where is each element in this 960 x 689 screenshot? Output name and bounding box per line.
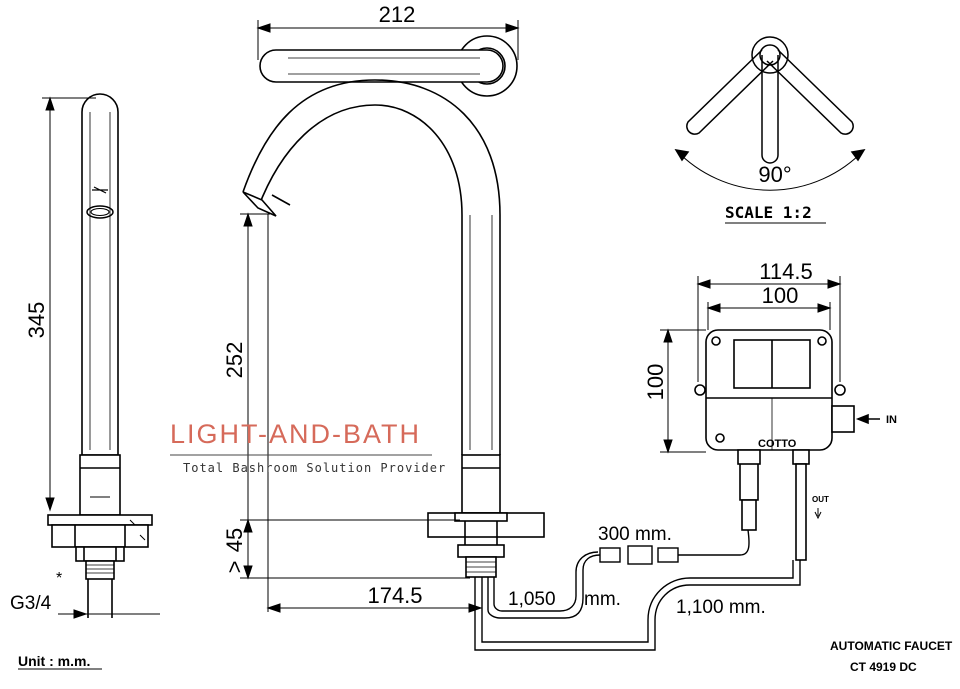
dim-212-label: 212	[379, 2, 416, 27]
model-number: CT 4919 DC	[850, 660, 917, 674]
control-box	[694, 329, 880, 561]
dimension-box	[660, 276, 842, 454]
out-label: OUT	[812, 495, 829, 504]
rotation-detail	[674, 36, 866, 191]
scale-label: SCALE 1:2	[725, 203, 812, 222]
dimension-212	[256, 20, 520, 60]
box-brand-label: COTTO	[758, 438, 797, 450]
hoses	[474, 529, 801, 651]
dimension-174-5	[266, 603, 483, 613]
dimension-45	[240, 518, 470, 579]
rotation-angle-label: 90°	[758, 162, 791, 187]
cable-1050-label: 1,050	[508, 589, 556, 610]
out-arrow	[814, 508, 822, 520]
cable-1050-unit: mm.	[584, 589, 621, 610]
dim-252-label: 252	[222, 342, 247, 379]
watermark: LIGHT-AND-BATH Total Bashroom Solution P…	[170, 419, 446, 475]
dim-45-prefix: >	[222, 561, 247, 574]
dim-100-width-label: 100	[762, 283, 799, 308]
cable-300-label: 300 mm.	[598, 524, 672, 545]
dimension-252	[240, 212, 270, 612]
dim-100-height-label: 100	[643, 364, 668, 401]
thread-label: G3/4	[10, 593, 52, 614]
dim-114-5-label: 114.5	[759, 259, 812, 284]
product-name: AUTOMATIC FAUCET	[830, 639, 953, 653]
thread-marker: *	[56, 570, 62, 587]
unit-label: Unit : m.m.	[18, 653, 90, 669]
side-view	[47, 93, 153, 618]
in-label: IN	[886, 414, 897, 426]
cable-1100-label: 1,100 mm.	[676, 597, 766, 618]
dimension-345	[42, 96, 96, 512]
watermark-brand: LIGHT-AND-BATH	[170, 419, 421, 449]
thread-dimension	[58, 609, 160, 619]
top-view	[259, 35, 518, 97]
dim-345-label: 345	[24, 302, 49, 339]
watermark-tagline: Total Bashroom Solution Provider	[183, 461, 446, 475]
front-view	[242, 79, 545, 578]
dim-45-label: 45	[222, 528, 247, 552]
dim-174-5-label: 174.5	[367, 583, 422, 608]
